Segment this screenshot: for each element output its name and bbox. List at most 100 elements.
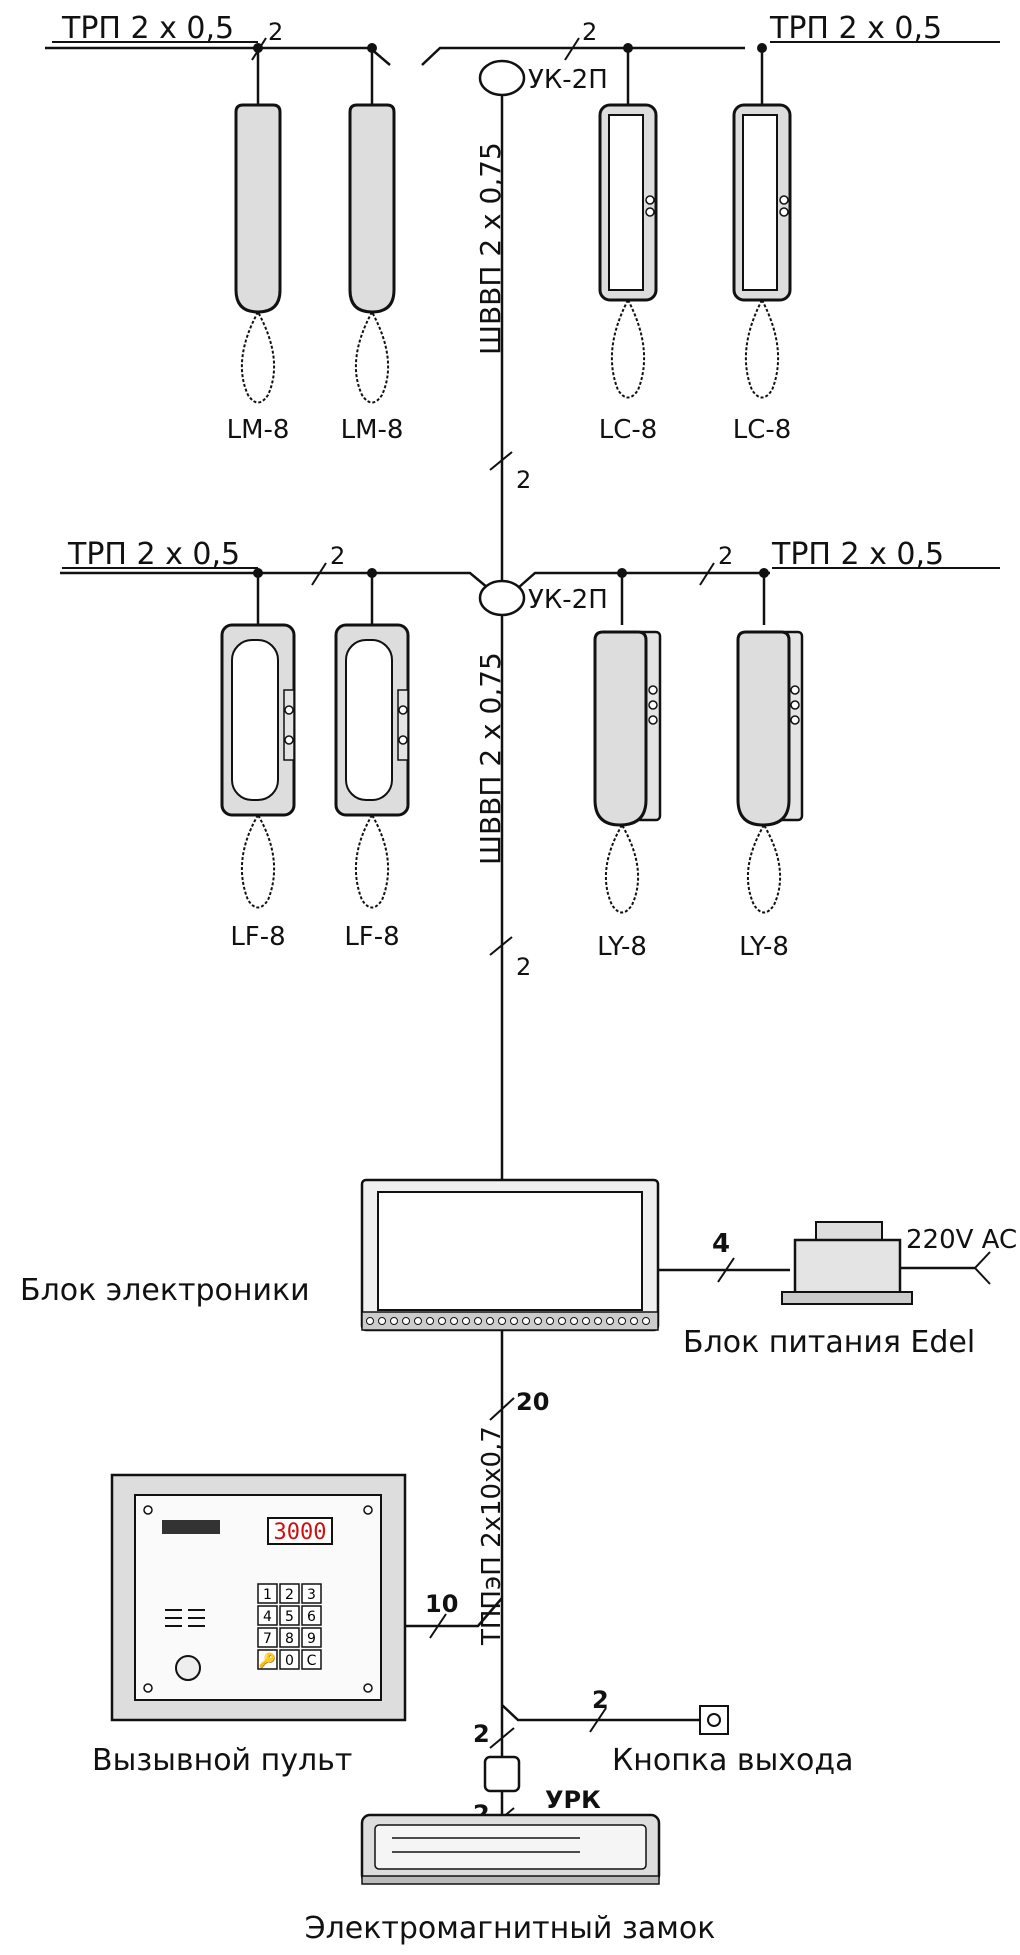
- terminal-screw: [642, 1317, 650, 1325]
- electromagnetic-lock: [360, 1813, 661, 1885]
- keypad-key: [257, 1649, 278, 1670]
- terminal-screw: [618, 1317, 626, 1325]
- handset-lm8-1: [234, 103, 282, 404]
- terminal-screw: [630, 1317, 638, 1325]
- keypad-key: [257, 1627, 278, 1648]
- terminal-screw: [378, 1317, 386, 1325]
- terminal-screw: [546, 1317, 554, 1325]
- terminal-screw: [390, 1317, 398, 1325]
- terminal-screw: [450, 1317, 458, 1325]
- handset-ly8-2: [736, 630, 804, 914]
- keypad-key: [301, 1627, 322, 1648]
- terminal-screw: [426, 1317, 434, 1325]
- keypad-key-label: 4: [263, 1609, 272, 1625]
- wire-count-mid-left: 2: [330, 542, 345, 570]
- exit-button: [699, 1705, 729, 1735]
- terminal-screw: [366, 1317, 374, 1325]
- wire-count-panel: 10: [425, 1590, 458, 1618]
- terminal-screw: [558, 1317, 566, 1325]
- handset-lc8-2: [732, 103, 792, 399]
- keypad-key: [279, 1605, 300, 1626]
- keypad-key: [301, 1605, 322, 1626]
- cable-label-shvvp-lower: ШВВП 2 х 0,75: [474, 652, 507, 865]
- wire-count-trunk: 20: [516, 1388, 549, 1416]
- keypad-key-label: 2: [285, 1587, 294, 1603]
- keypad-key-label: 7: [263, 1631, 272, 1647]
- junction-label-uk-top: УК-2П: [528, 65, 608, 95]
- wire-count-riser-lower: 2: [516, 953, 531, 981]
- power-supply: [781, 1221, 913, 1305]
- wire-count-top-right: 2: [582, 18, 597, 46]
- terminal-screw: [414, 1317, 422, 1325]
- terminal-screw: [486, 1317, 494, 1325]
- electronics-block: [360, 1178, 660, 1332]
- wire-count-exit-button: 2: [592, 1686, 609, 1714]
- handset-label-2-4: LY-8: [739, 932, 789, 962]
- terminal-screw: [594, 1317, 602, 1325]
- brand-logo: [162, 1520, 220, 1534]
- handset-lc8-1: [598, 103, 658, 399]
- keypad-key: [279, 1583, 300, 1604]
- handset-label-2-3: LY-8: [597, 932, 647, 962]
- wire-count-psu: 4: [712, 1229, 730, 1259]
- handset-lm8-2: [348, 103, 396, 404]
- cable-label-trp-mid-right: ТРП 2 х 0,5: [771, 537, 944, 572]
- junction-box-uk-top: [478, 59, 526, 97]
- junction-label-uk-mid: УК-2П: [528, 585, 608, 615]
- exit-button-label: Кнопка выхода: [612, 1743, 854, 1778]
- terminal-screw: [402, 1317, 410, 1325]
- handset-label-1-3: LC-8: [599, 415, 658, 445]
- handset-label-2-1: LF-8: [230, 922, 285, 952]
- wire-count-urk-in: 2: [473, 1720, 490, 1748]
- wire-count-top-left: 2: [268, 18, 283, 46]
- cable-label-shvvp-upper: ШВВП 2 х 0,75: [474, 142, 507, 355]
- power-supply-label: Блок питания Edel: [683, 1325, 975, 1360]
- terminal-screw: [534, 1317, 542, 1325]
- cable-label-trp-mid-left: ТРП 2 х 0,5: [67, 537, 240, 572]
- top-bus: [45, 37, 767, 105]
- keypad-key-label: 0: [285, 1653, 294, 1669]
- lock-label: Электромагнитный замок: [305, 1911, 716, 1946]
- terminal-screw: [570, 1317, 578, 1325]
- urk-module: [483, 1755, 521, 1793]
- terminal-screw: [462, 1317, 470, 1325]
- junction-box-uk-mid: [478, 579, 526, 617]
- terminal-screw: [522, 1317, 530, 1325]
- keypad-key: [257, 1583, 278, 1604]
- cable-label-trp-top-right: ТРП 2 х 0,5: [769, 11, 942, 46]
- keypad-key: [301, 1649, 322, 1670]
- terminal-screw: [510, 1317, 518, 1325]
- keypad-key-label: 1: [263, 1587, 272, 1603]
- keypad-key-label: 3: [307, 1587, 316, 1603]
- keypad-key-label: 9: [307, 1631, 316, 1647]
- terminal-screw: [474, 1317, 482, 1325]
- speaker-grille-icon: [165, 1609, 205, 1627]
- keypad-key-label: 🔑: [259, 1651, 277, 1669]
- terminal-screw: [606, 1317, 614, 1325]
- wire-count-riser-upper: 2: [516, 466, 531, 494]
- handset-ly8-1: [593, 630, 662, 914]
- handset-label-1-4: LC-8: [733, 415, 792, 445]
- cable-label-trp-top-left: ТРП 2 х 0,5: [61, 11, 234, 46]
- keypad-key: [257, 1605, 278, 1626]
- cable-label-tppep: ТППэП 2х10х0,7: [477, 1426, 507, 1646]
- microphone-icon: [175, 1655, 201, 1681]
- middle-bus: [60, 562, 770, 625]
- keypad-key-label: 6: [307, 1609, 316, 1625]
- keypad-key: [301, 1583, 322, 1604]
- panel-display: 3000: [274, 1520, 327, 1545]
- keypad-key: [279, 1649, 300, 1670]
- handset-label-1-2: LM-8: [341, 415, 404, 445]
- terminal-screw: [438, 1317, 446, 1325]
- terminal-screw: [582, 1317, 590, 1325]
- mains-label: 220V AC: [906, 1225, 1017, 1255]
- keypad-key-label: 5: [285, 1609, 294, 1625]
- keypad-key-label: C: [307, 1653, 317, 1669]
- handset-label-2-2: LF-8: [344, 922, 399, 952]
- handset-label-1-1: LM-8: [227, 415, 290, 445]
- keypad-key-label: 8: [285, 1631, 294, 1647]
- terminal-screw: [498, 1317, 506, 1325]
